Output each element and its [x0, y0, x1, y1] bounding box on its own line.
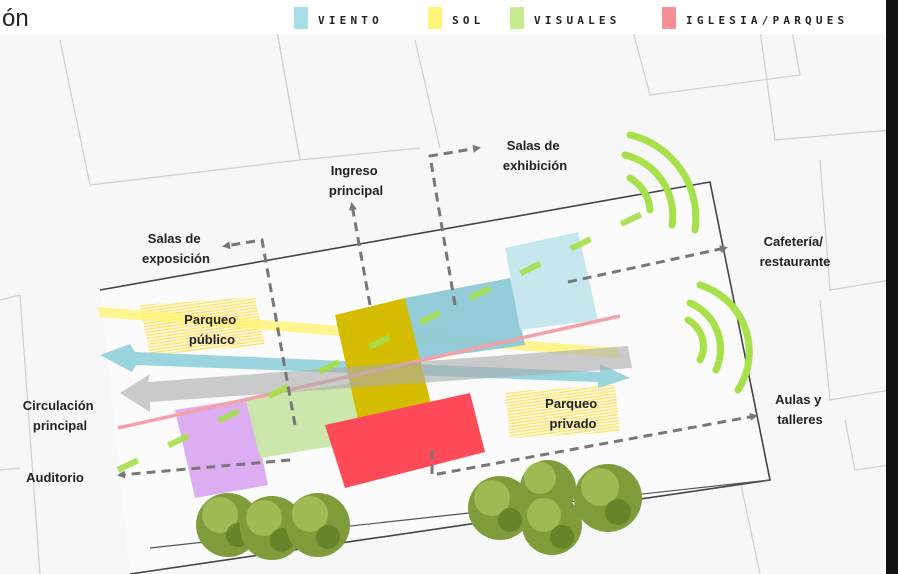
- header-strip: [0, 0, 886, 34]
- labels: Ingreso principal Salas de exhibición Sa…: [23, 138, 831, 485]
- dashed-arrows: [117, 144, 758, 479]
- visuales-line: [116, 207, 652, 473]
- label-aulas: Aulas y talleres: [775, 392, 825, 427]
- page-edge-bar: [886, 0, 898, 574]
- legend-label-viento: VIENTO: [318, 14, 383, 27]
- legend-swatch-iglesia: [662, 7, 676, 29]
- legend-label-iglesia: IGLESIA/PARQUES: [686, 14, 848, 27]
- label-circulacion: Circulación principal: [23, 398, 97, 433]
- label-salas-exposicion: Salas de exposición: [142, 231, 210, 266]
- legend-swatch-visuales: [510, 7, 524, 29]
- legend-label-sol: SOL: [452, 14, 484, 27]
- volume-lightblue: [505, 232, 598, 330]
- tree: [574, 464, 642, 532]
- parqueo-privado-area: [505, 385, 620, 438]
- visuales-arcs-top: [621, 131, 700, 234]
- volume-red: [325, 393, 485, 488]
- volume-purple: [175, 398, 268, 498]
- volume-yellow: [335, 298, 432, 420]
- label-parqueo-privado: Parqueo privado: [545, 396, 601, 431]
- label-salas-exhibicion: Salas de exhibición: [503, 138, 567, 173]
- label-ingreso: Ingreso principal: [329, 163, 383, 198]
- parqueo-publico-area: [140, 297, 265, 355]
- legend: VIENTO SOL VISUALES IGLESIA/PARQUES: [294, 7, 848, 29]
- tree: [468, 476, 532, 540]
- visuales-arcs-right: [684, 281, 753, 394]
- legend-swatch-viento: [294, 7, 308, 29]
- label-auditorio: Auditorio: [26, 470, 84, 485]
- legend-swatch-sol: [428, 7, 442, 29]
- volume-blue: [405, 278, 525, 360]
- tree: [286, 493, 350, 557]
- partial-title: ón: [2, 5, 29, 32]
- legend-label-visuales: VISUALES: [534, 14, 621, 27]
- label-cafeteria: Cafetería/ restaurante: [760, 234, 831, 269]
- label-parqueo-publico: Parqueo público: [184, 312, 240, 347]
- street-grid: [0, 19, 891, 574]
- tree: [522, 495, 582, 555]
- trees: [196, 460, 642, 560]
- circulacion-arrow: [120, 346, 632, 412]
